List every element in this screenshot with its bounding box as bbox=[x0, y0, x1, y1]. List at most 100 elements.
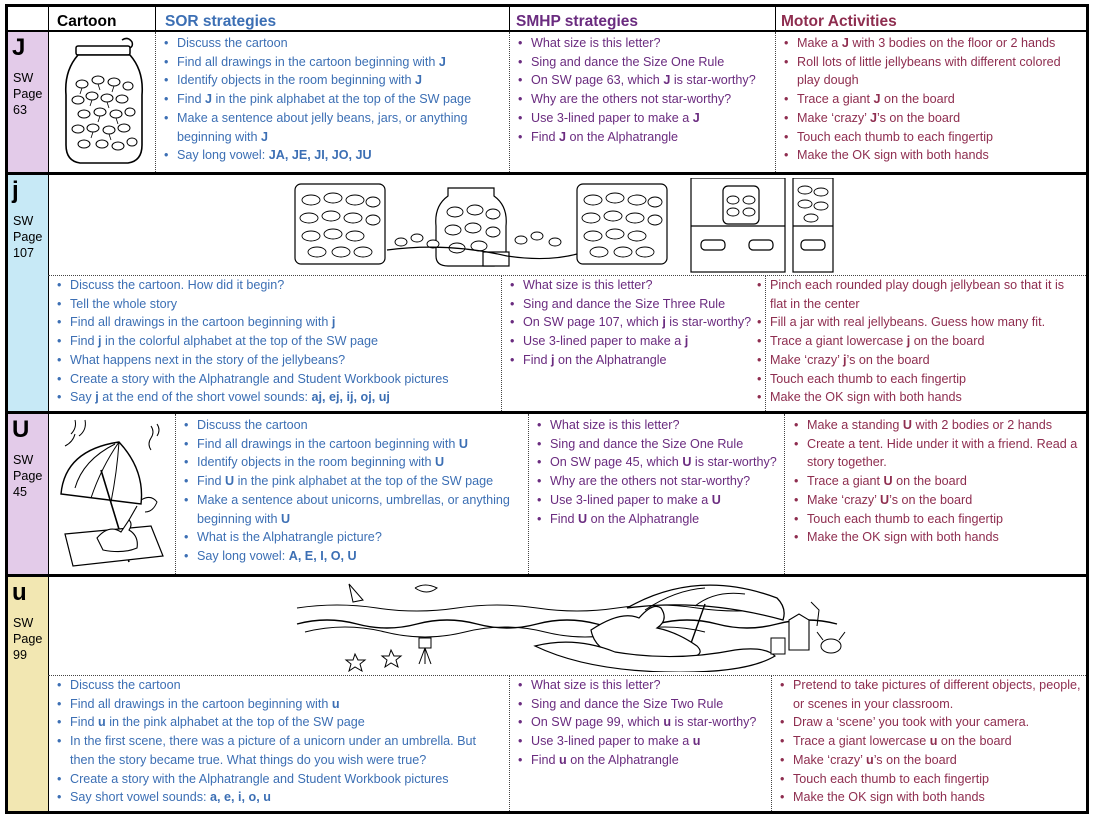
jellybean-jars-story-strip bbox=[294, 178, 834, 273]
list-item: Touch each thumb to each fingertip bbox=[789, 510, 1083, 529]
item-text: ’s on the board bbox=[889, 492, 973, 507]
list-item: Touch each thumb to each fingertip bbox=[779, 128, 1083, 147]
list-item: What happens next in the story of the je… bbox=[52, 351, 498, 370]
list-item: Discuss the cartoon bbox=[159, 34, 505, 53]
list-item: Make the OK sign with both hands bbox=[779, 146, 1083, 165]
item-text: On SW page 63, which bbox=[531, 73, 664, 88]
bold-letter: U bbox=[711, 492, 721, 507]
list-item: Create a tent. Hide under it with a frie… bbox=[789, 435, 1083, 472]
bold-letter: J bbox=[261, 129, 269, 144]
item-text: Find all drawings in the cartoon beginni… bbox=[70, 696, 332, 711]
sor-list: Discuss the cartoonFind all drawings in … bbox=[179, 416, 525, 566]
item-text: Find all drawings in the cartoon beginni… bbox=[197, 436, 459, 451]
item-text: at the end of the short vowel sounds: bbox=[98, 390, 312, 405]
letter-cell-j: j SW Page 107 bbox=[8, 175, 48, 261]
item-text: on the Alphatrangle bbox=[554, 352, 667, 367]
item-text: ’s on the board bbox=[846, 352, 930, 367]
item-text: Create a story with the Alphatrangle and… bbox=[70, 771, 449, 786]
item-text: Use 3-lined paper to make a bbox=[523, 334, 685, 349]
bold-letter: j bbox=[98, 334, 102, 349]
bold-letter: j bbox=[684, 334, 689, 349]
unicorn-beach-scene-strip bbox=[296, 583, 846, 672]
list-item: On SW page 107, which j is star-worthy? bbox=[505, 313, 761, 332]
bold-letter: U bbox=[880, 492, 890, 507]
bold-letter: J bbox=[870, 110, 878, 125]
bold-letter: u bbox=[929, 734, 938, 749]
jar-of-jellybeans-drawing bbox=[64, 37, 144, 164]
bold-letter: u bbox=[98, 715, 106, 730]
list-item: Use 3-lined paper to make a J bbox=[513, 109, 771, 128]
list-item: Use 3-lined paper to make a u bbox=[513, 732, 767, 751]
motor-list: Pretend to take pictures of different ob… bbox=[775, 676, 1081, 807]
list-item: Make a sentence about jelly beans, jars,… bbox=[159, 109, 505, 146]
list-item: Make ‘crazy’ j’s on the board bbox=[752, 351, 1082, 370]
item-text: What size is this letter? bbox=[531, 678, 661, 692]
item-text: on the board bbox=[892, 474, 967, 489]
list-item: Find J on the Alphatrangle bbox=[513, 128, 771, 147]
item-text: Say short vowel sounds: bbox=[70, 790, 211, 805]
list-item: On SW page 45, which U is star-worthy? bbox=[532, 453, 780, 472]
item-text: Make a bbox=[797, 36, 842, 50]
list-item: Use 3-lined paper to make a j bbox=[505, 332, 761, 351]
list-item: Make the OK sign with both hands bbox=[775, 788, 1081, 807]
list-item: Find all drawings in the cartoon beginni… bbox=[179, 435, 525, 454]
item-text: In the first scene, there was a picture … bbox=[70, 734, 477, 767]
item-text: Find bbox=[197, 474, 225, 489]
list-item: Make ‘crazy’ U’s on the board bbox=[789, 491, 1083, 510]
header-sor: SOR strategies bbox=[165, 13, 277, 30]
bold-letter: j bbox=[551, 352, 555, 367]
bold-letter: U bbox=[225, 474, 235, 489]
list-item: What size is this letter? bbox=[532, 416, 780, 435]
list-item: Say j at the end of the short vowel soun… bbox=[52, 388, 498, 407]
item-text: on the Alphatrangle bbox=[566, 752, 679, 767]
item-text: is star-worthy? bbox=[671, 715, 757, 730]
header-smhp: SMHP strategies bbox=[516, 13, 639, 30]
item-text: Discuss the cartoon bbox=[197, 418, 308, 432]
row-page: SW Page 45 bbox=[13, 453, 43, 499]
item-text: Identify objects in the room beginning w… bbox=[177, 73, 416, 88]
bold-letter: J bbox=[663, 73, 671, 88]
band-U bbox=[8, 414, 48, 574]
item-text: Touch each thumb to each fingertip bbox=[770, 371, 967, 386]
item-text: What is the Alphatrangle picture? bbox=[197, 530, 382, 545]
item-text: Roll lots of little jellybeans with diff… bbox=[797, 54, 1061, 88]
bold-letter: aj, ej, ij, oj, uj bbox=[311, 390, 390, 405]
item-text: is star-worthy? bbox=[670, 73, 756, 88]
item-text: on the Alphatrangle bbox=[587, 511, 700, 526]
list-item: Find all drawings in the cartoon beginni… bbox=[52, 313, 498, 332]
list-item: Use 3-lined paper to make a U bbox=[532, 491, 780, 510]
bold-letter: u bbox=[663, 715, 672, 730]
list-item: Pinch each rounded play dough jellybean … bbox=[752, 276, 1082, 313]
item-text: Use 3-lined paper to make a bbox=[531, 734, 693, 749]
item-text: Why are the others not star-worthy? bbox=[531, 92, 732, 107]
bold-letter: A, E, I, O, U bbox=[288, 548, 357, 563]
list-item: Identify objects in the room beginning w… bbox=[159, 71, 505, 90]
list-item: Find u on the Alphatrangle bbox=[513, 751, 767, 770]
list-item: Find U on the Alphatrangle bbox=[532, 510, 780, 529]
list-item: Why are the others not star-worthy? bbox=[532, 472, 780, 491]
item-text: Make the OK sign with both hands bbox=[793, 790, 985, 805]
list-item: Identify objects in the room beginning w… bbox=[179, 453, 525, 472]
item-text: in the pink alphabet at the top of the S… bbox=[234, 474, 494, 489]
sor-list: Discuss the cartoon. How did it begin?Te… bbox=[52, 276, 498, 407]
list-item: Find all drawings in the cartoon beginni… bbox=[52, 695, 504, 714]
letter-cell-U: U SW Page 45 bbox=[8, 414, 48, 500]
item-text: Tell the whole story bbox=[70, 296, 178, 311]
row-page: SW Page 99 bbox=[13, 616, 43, 662]
item-text: on the Alphatrangle bbox=[566, 129, 679, 144]
item-text: on the board bbox=[910, 334, 985, 349]
item-text: Sing and dance the Size One Rule bbox=[550, 436, 744, 451]
item-text: is star-worthy? bbox=[691, 455, 777, 470]
item-text: Touch each thumb to each fingertip bbox=[807, 511, 1004, 526]
item-text: Touch each thumb to each fingertip bbox=[793, 771, 990, 786]
list-item: What is the Alphatrangle picture? bbox=[179, 528, 525, 547]
row-letter: u bbox=[12, 579, 27, 606]
unicorn-under-umbrella-drawing bbox=[60, 419, 164, 567]
item-text: on the board bbox=[880, 92, 955, 107]
item-text: Find bbox=[550, 511, 578, 526]
item-text: What happens next in the story of the je… bbox=[70, 352, 346, 367]
item-text: Find all drawings in the cartoon beginni… bbox=[177, 54, 439, 69]
bold-letter: J bbox=[415, 73, 423, 88]
row-letter: j bbox=[12, 177, 19, 204]
item-text: What size is this letter? bbox=[523, 278, 653, 292]
